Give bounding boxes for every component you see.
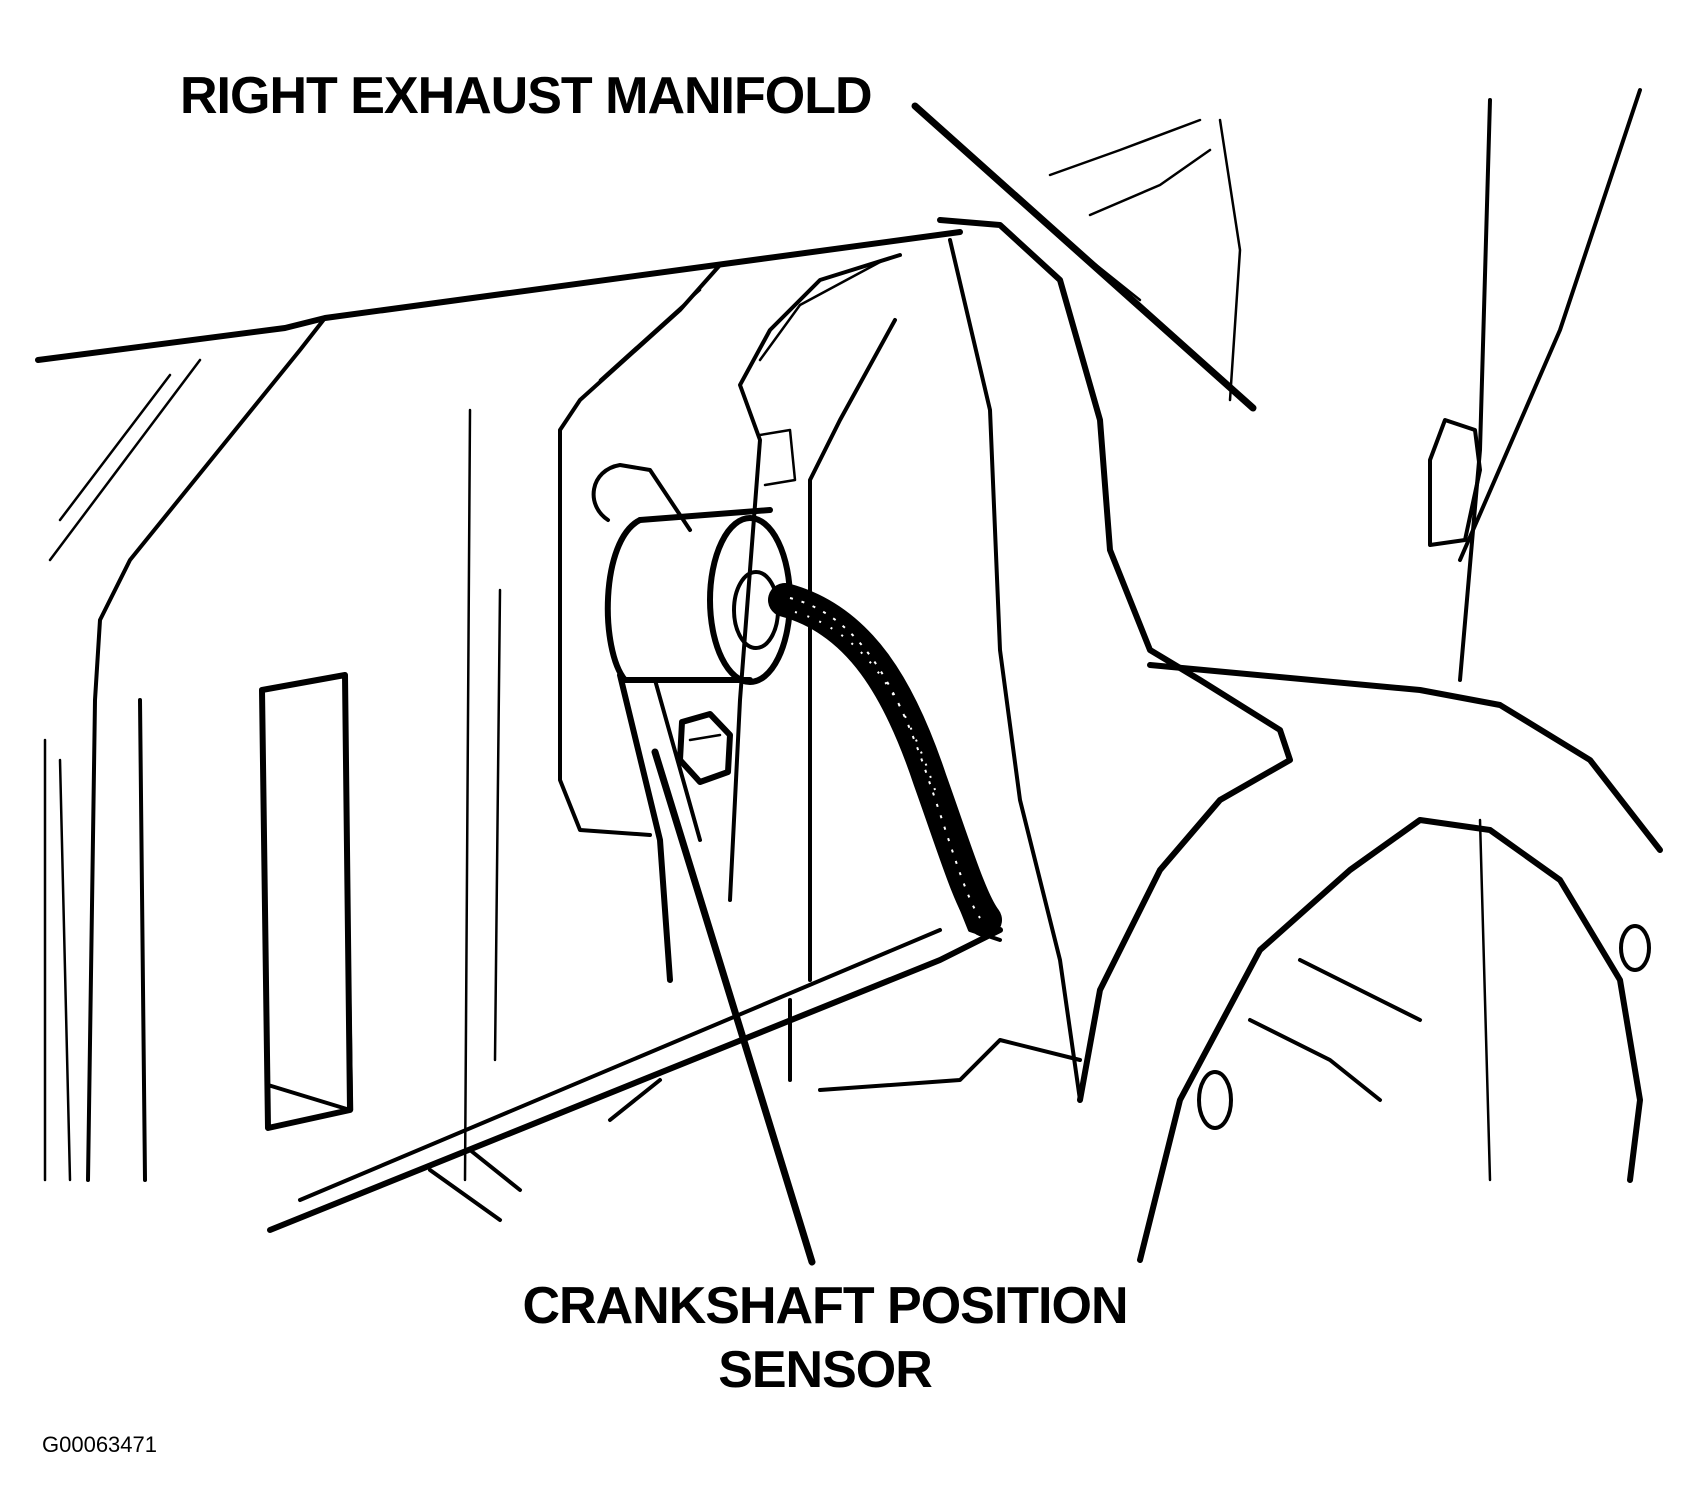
sensor-wire-harness xyxy=(768,583,1002,942)
crankshaft-sensor-label: CRANKSHAFT POSITION SENSOR xyxy=(480,1274,1170,1402)
crankshaft-sensor-label-line1: CRANKSHAFT POSITION xyxy=(522,1277,1129,1335)
exhaust-manifold-label: RIGHT EXHAUST MANIFOLD xyxy=(180,67,873,125)
callout-leaders xyxy=(651,102,1257,1266)
sensor-leader xyxy=(651,748,816,1266)
engine-block-outline xyxy=(35,229,963,1182)
crankshaft-sensor-label-line2: SENSOR xyxy=(718,1341,933,1399)
bell-housing xyxy=(1137,88,1663,1263)
block-port xyxy=(259,672,353,1131)
crankshaft-position-sensor xyxy=(591,463,793,983)
figure-id: G00063471 xyxy=(42,1432,157,1457)
block-ribs xyxy=(558,253,902,982)
manifold-leader xyxy=(911,102,1257,412)
exhaust-manifold-shape xyxy=(937,118,1293,1103)
mounting-bolt xyxy=(677,711,733,785)
lower-rail xyxy=(267,927,1082,1233)
